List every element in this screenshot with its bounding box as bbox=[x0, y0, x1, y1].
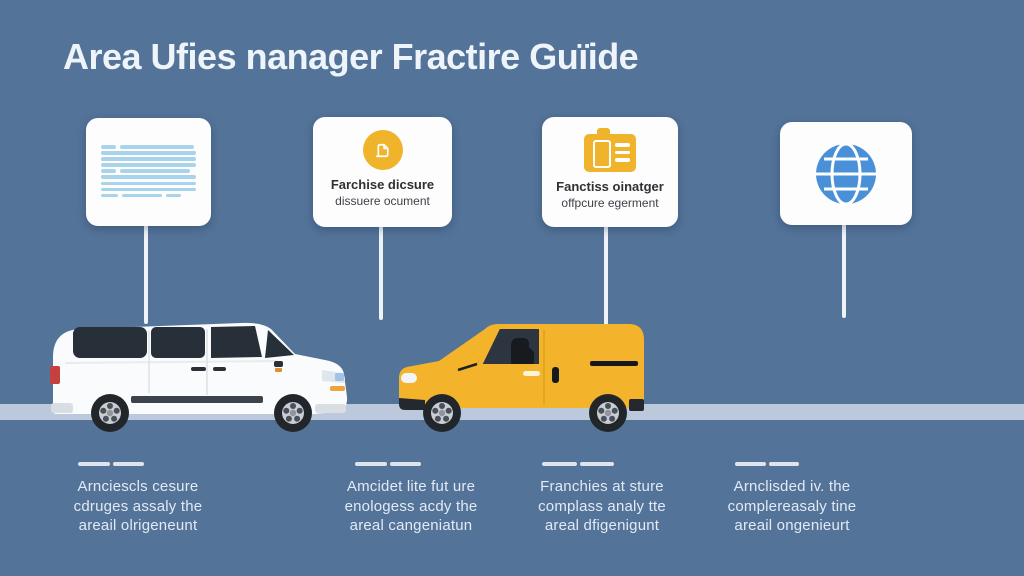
doc-text-line bbox=[101, 175, 196, 179]
id-card-icon bbox=[584, 128, 636, 172]
front-wheel bbox=[423, 394, 461, 432]
caption-line: enologess acdy the bbox=[344, 497, 478, 515]
document-circle-icon bbox=[362, 130, 403, 170]
caption-line: Arnclisded iv. the bbox=[733, 478, 851, 495]
caption-2: Amcidet lite fut ure enologess acdy the … bbox=[293, 477, 529, 536]
globe-icon bbox=[780, 122, 912, 225]
doc-text-segment bbox=[122, 193, 162, 198]
caption-line: Amcidet lite fut ure bbox=[346, 478, 476, 495]
document-text-card bbox=[86, 118, 211, 226]
document-glyph bbox=[375, 143, 389, 157]
caption-divider-2 bbox=[355, 462, 421, 466]
franchise-disclosure-card: Farchise dicsure dissuere ocument bbox=[313, 117, 452, 227]
globe-glyph bbox=[816, 142, 876, 205]
doc-text-line bbox=[101, 193, 196, 198]
doc-text-line bbox=[101, 169, 196, 173]
doc-text-line bbox=[101, 145, 196, 149]
id-card-photo bbox=[593, 140, 611, 168]
card-title: Fanctiss oinatger bbox=[556, 179, 664, 194]
caption-line: complereasaly tine bbox=[727, 497, 857, 515]
id-card-line bbox=[615, 158, 630, 162]
caption-4: Arnclisded iv. the complereasaly tine ar… bbox=[674, 477, 910, 536]
doc-text-segment bbox=[101, 157, 196, 161]
caption-line: areail ongenieurt bbox=[734, 517, 850, 534]
doc-text-line bbox=[101, 163, 196, 167]
caption-3: Franchies at sture complass analy tte ar… bbox=[484, 477, 720, 536]
franchise-manager-card: Fanctiss oinatger offpcure egerment bbox=[542, 117, 678, 227]
doc-text-segment bbox=[101, 169, 117, 173]
doc-text-segment bbox=[101, 145, 117, 149]
connector-line-1 bbox=[144, 224, 148, 324]
doc-text-segment bbox=[101, 175, 196, 179]
rear-wheel bbox=[91, 394, 129, 432]
caption-line: areal cangeniatun bbox=[349, 517, 473, 534]
doc-text-line bbox=[101, 157, 196, 161]
doc-text-segment bbox=[101, 151, 196, 155]
card-title: Farchise dicsure bbox=[330, 177, 435, 192]
caption-line: Franchies at sture bbox=[540, 478, 664, 495]
caption-line: areal dfigenigunt bbox=[544, 517, 660, 534]
id-card-line bbox=[615, 143, 630, 147]
doc-text-segment bbox=[165, 193, 182, 198]
yellow-van bbox=[399, 324, 644, 432]
caption-1: Arnciescls cesure cdruges assaly the are… bbox=[20, 477, 256, 536]
doc-text-line bbox=[101, 181, 196, 186]
doc-text-line bbox=[101, 151, 196, 155]
card-subtitle: offpcure egerment bbox=[561, 196, 659, 210]
caption-line: cdruges assaly the bbox=[73, 497, 203, 515]
doc-text-segment bbox=[101, 163, 196, 167]
caption-divider-1 bbox=[78, 462, 144, 466]
id-card-line bbox=[615, 150, 630, 154]
caption-line: Arnciescls cesure bbox=[77, 478, 199, 495]
caption-line: complass analy tte bbox=[538, 497, 666, 515]
id-card-tab bbox=[597, 128, 610, 135]
white-van bbox=[50, 322, 348, 432]
front-wheel bbox=[274, 394, 312, 432]
card-subtitle: dissuere ocument bbox=[335, 194, 430, 208]
caption-divider-4 bbox=[735, 462, 799, 466]
connector-line-2 bbox=[379, 226, 383, 320]
doc-text-segment bbox=[120, 145, 195, 149]
rear-wheel bbox=[589, 394, 627, 432]
doc-text-segment bbox=[101, 181, 196, 186]
doc-text-segment bbox=[101, 193, 119, 198]
caption-divider-3 bbox=[542, 462, 614, 466]
text-lines-icon bbox=[101, 145, 196, 200]
doc-text-line bbox=[101, 187, 196, 192]
doc-text-segment bbox=[101, 187, 196, 192]
connector-line-4 bbox=[842, 224, 846, 318]
globe-card bbox=[780, 122, 912, 225]
doc-text-segment bbox=[120, 169, 191, 173]
caption-line: areail olrigeneunt bbox=[78, 517, 198, 534]
page-title: Area Ufies nanager Fractire Guïide bbox=[63, 36, 639, 77]
connector-line-3 bbox=[604, 226, 608, 325]
